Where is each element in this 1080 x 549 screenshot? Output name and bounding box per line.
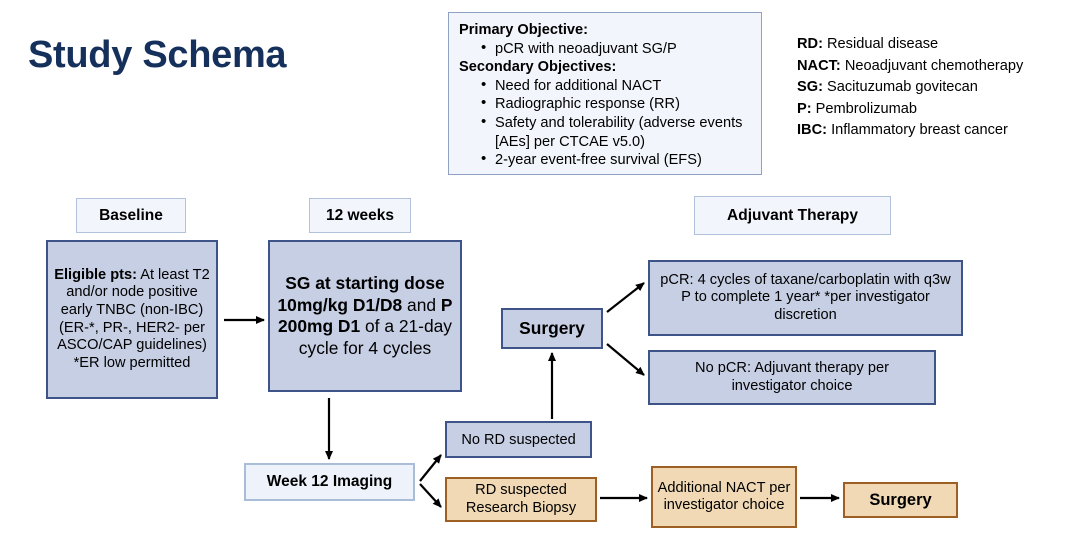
primary-objective-item: pCR with neoadjuvant SG/P [481, 39, 751, 59]
secondary-objective-item: Safety and tolerability (adverse events … [481, 113, 751, 151]
box-no-pcr-adjuvant-branch: No pCR: Adjuvant therapy per investigato… [648, 350, 936, 405]
box-rd-suspected-research-biopsy: RD suspected Research Biopsy [445, 477, 597, 522]
abbreviation-term: P: [797, 100, 812, 117]
primary-objective-list: pCR with neoadjuvant SG/P [459, 39, 751, 59]
abbreviation-entry: SG: Sacituzumab govitecan [797, 77, 1075, 99]
box-surgery-after-additional-nact: Surgery [843, 482, 958, 518]
secondary-objectives-heading: Secondary Objectives: [459, 59, 617, 76]
box-additional-nact: Additional NACT per investigator choice [651, 466, 797, 528]
arrow-surgery-to-pcr [606, 282, 645, 313]
abbreviation-entry: IBC: Inflammatory breast cancer [797, 120, 1075, 142]
box-eligible-patients: Eligible pts: At least T2 and/or node po… [46, 240, 218, 399]
abbreviation-term: IBC: [797, 122, 827, 138]
eligible-lead-label: Eligible pts: [54, 266, 137, 283]
treatment-segment-plain-2: of a 21-day cycle for 4 cycles [298, 316, 453, 358]
treatment-segment-bold-2: P 200mg D1 [277, 294, 453, 337]
treatment-segment-bold-1: SG at starting dose 10mg/kg D1/D8 [277, 273, 445, 315]
abbreviation-term: SG: [797, 79, 823, 95]
arrow-imaging-to-no-rd [419, 454, 442, 482]
abbreviation-definition: Residual disease [827, 36, 939, 52]
box-pcr-adjuvant-branch: pCR: 4 cycles of taxane/carboplatin with… [648, 260, 963, 336]
eligible-body-text: At least T2 and/or node positive early T… [57, 266, 210, 371]
abbreviation-definition: Pembrolizumab [815, 100, 918, 117]
secondary-objectives-list: Need for additional NACT Radiographic re… [459, 76, 751, 170]
stage-label-adjuvant-therapy: Adjuvant Therapy [694, 196, 891, 235]
abbreviation-term: NACT: [797, 57, 841, 74]
primary-objective-heading: Primary Objective: [459, 22, 588, 38]
box-surgery-midpoint: Surgery [501, 308, 603, 349]
page-title: Study Schema [28, 34, 287, 76]
abbreviation-legend: RD: Residual disease NACT: Neoadjuvant c… [797, 34, 1075, 142]
stage-label-12-weeks: 12 weeks [309, 198, 411, 233]
arrow-imaging-to-rd-suspected [419, 483, 442, 508]
box-treatment-regimen: SG at starting dose 10mg/kg D1/D8 and P … [268, 240, 462, 392]
stage-label-baseline: Baseline [76, 198, 186, 233]
treatment-segment-plain-1: and [402, 294, 441, 315]
abbreviation-definition: Inflammatory breast cancer [831, 122, 1008, 138]
abbreviation-definition: Neoadjuvant chemotherapy [844, 57, 1024, 74]
box-week-12-imaging: Week 12 Imaging [244, 463, 415, 501]
abbreviation-entry: NACT: Neoadjuvant chemotherapy [797, 56, 1075, 78]
secondary-objective-item: Need for additional NACT [481, 76, 751, 96]
box-no-rd-suspected: No RD suspected [445, 421, 592, 458]
abbreviation-entry: RD: Residual disease [797, 34, 1075, 56]
secondary-objective-item: 2-year event-free survival (EFS) [481, 150, 751, 170]
arrow-surgery-to-no-pcr [606, 343, 645, 376]
abbreviation-definition: Sacituzumab govitecan [827, 79, 978, 95]
abbreviation-term: RD: [797, 36, 823, 52]
objectives-panel: Primary Objective: pCR with neoadjuvant … [448, 12, 762, 175]
abbreviation-entry: P: Pembrolizumab [797, 99, 1075, 121]
secondary-objective-item: Radiographic response (RR) [481, 94, 751, 114]
